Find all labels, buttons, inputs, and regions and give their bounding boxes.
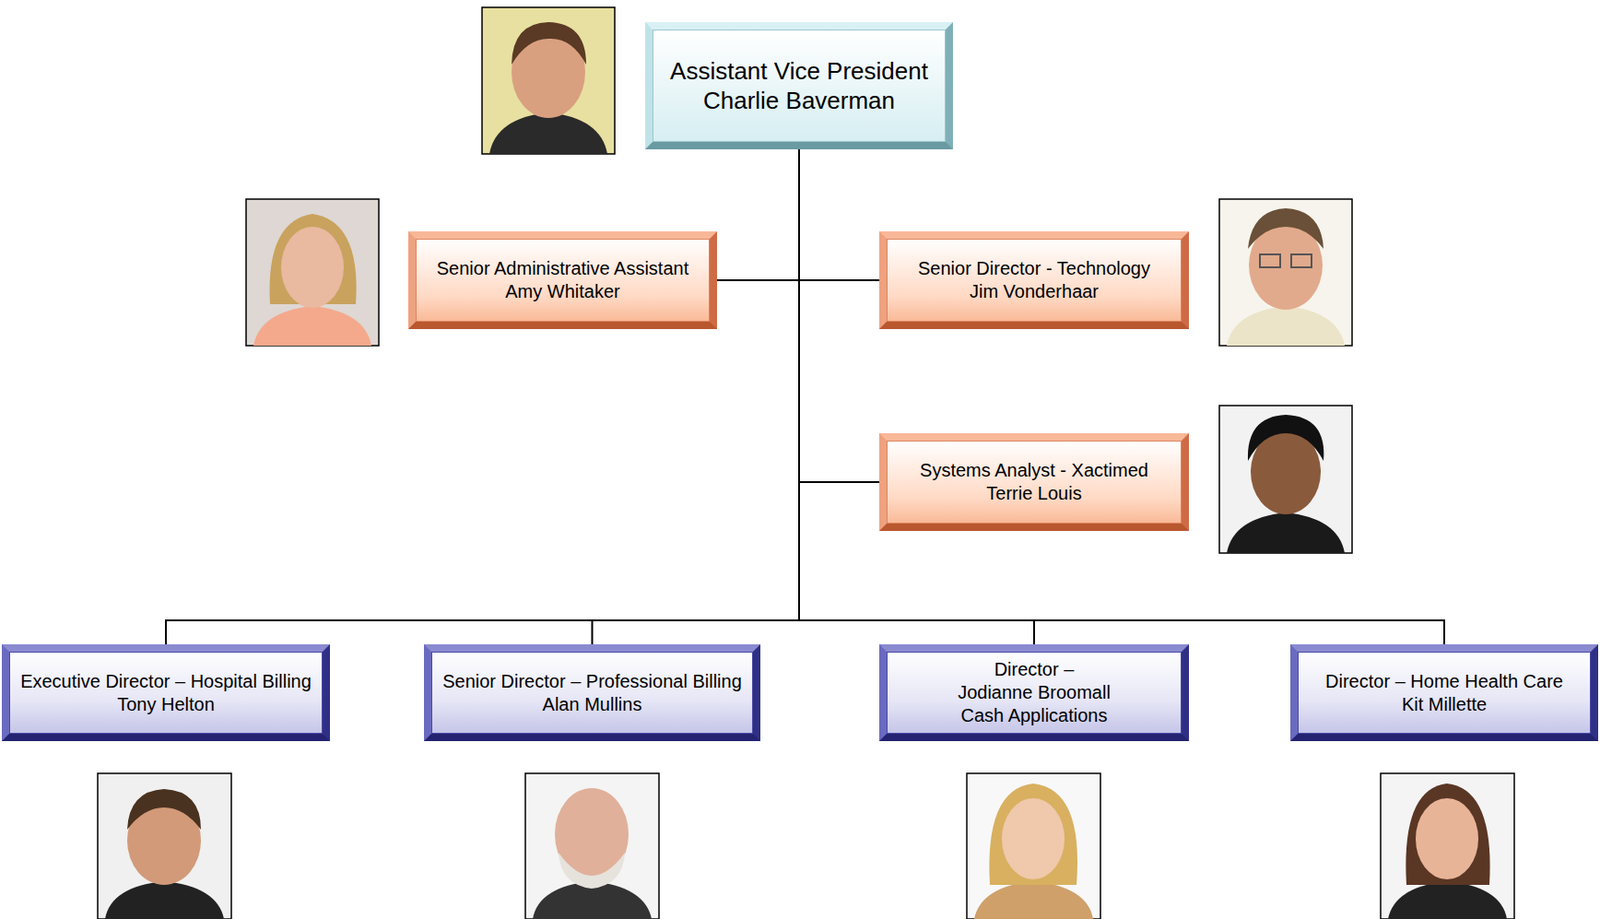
job-title: Senior Administrative Assistant (436, 257, 689, 281)
portrait (246, 199, 379, 346)
reporting-line (799, 149, 1445, 645)
portrait (482, 7, 615, 154)
person-name: Amy Whitaker (505, 280, 620, 304)
reporting-line (799, 149, 880, 281)
portrait (97, 773, 232, 919)
staff-box: Systems Analyst - XactimedTerrie Louis (879, 433, 1189, 531)
person-name: Terrie Louis (986, 482, 1082, 506)
staff-box: Senior Director - TechnologyJim Vonderha… (879, 231, 1189, 330)
job-title: Assistant Vice President (670, 56, 929, 87)
department-box: Director –Jodianne BroomallCash Applicat… (879, 644, 1189, 742)
person-name: Jim Vonderhaar (969, 280, 1099, 304)
department-box: Executive Director – Hospital BillingTon… (1, 644, 330, 742)
staff-box: Senior Administrative AssistantAmy Whita… (408, 231, 718, 330)
person-name: Cash Applications (961, 704, 1108, 728)
job-title: Senior Director – Professional Billing (442, 670, 742, 694)
job-title: Jodianne Broomall (957, 681, 1111, 705)
person-name: Alan Mullins (542, 693, 643, 717)
portrait (1219, 199, 1353, 346)
reporting-line (799, 149, 1035, 645)
department-box: Senior Director – Professional BillingAl… (423, 644, 761, 742)
reporting-line (799, 149, 880, 483)
department-box: Director – Home Health CareKit Millette (1290, 644, 1599, 742)
job-title: Systems Analyst - Xactimed (919, 458, 1149, 483)
portrait (966, 773, 1101, 919)
portrait (1380, 773, 1515, 919)
executive-box: Assistant Vice PresidentCharlie Baverman (645, 22, 953, 150)
reporting-line (717, 149, 800, 281)
job-title: Director – (994, 658, 1075, 682)
portrait (525, 773, 659, 919)
job-title: Senior Director - Technology (917, 257, 1151, 281)
job-title: Executive Director – Hospital Billing (20, 670, 312, 694)
portrait (1219, 405, 1353, 553)
reporting-line (592, 149, 800, 645)
reporting-line (165, 149, 800, 645)
person-name: Charlie Baverman (703, 85, 895, 117)
person-name: Tony Helton (117, 693, 215, 717)
job-title: Director – Home Health Care (1325, 670, 1564, 694)
person-name: Kit Millette (1401, 693, 1487, 717)
